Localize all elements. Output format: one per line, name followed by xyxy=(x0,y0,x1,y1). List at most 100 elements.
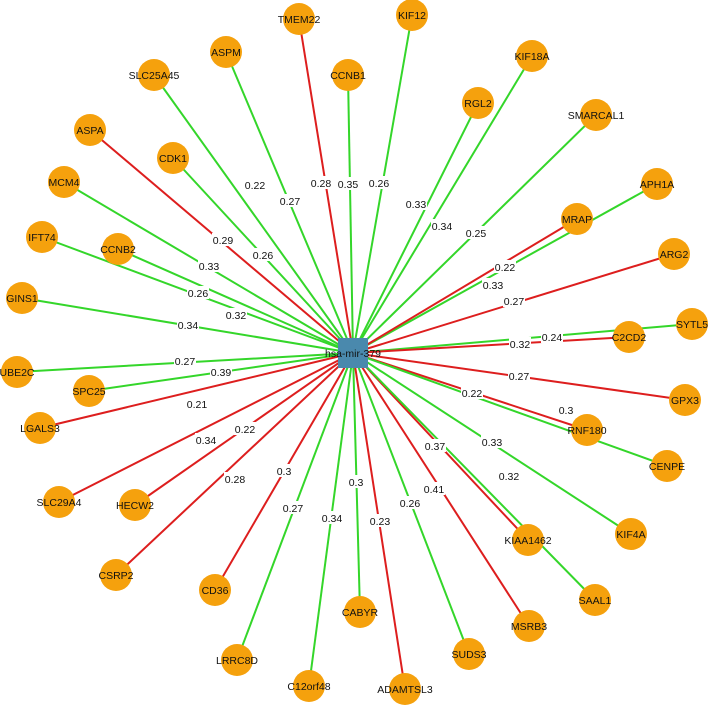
gene-node-ccnb2[interactable]: CCNB2 xyxy=(100,233,136,265)
gene-node-circle[interactable] xyxy=(283,3,315,35)
edge-slc25a45 xyxy=(153,74,354,354)
gene-node-circle[interactable] xyxy=(293,670,325,702)
gene-node-circle[interactable] xyxy=(580,99,612,131)
gene-node-kif12[interactable]: KIF12 xyxy=(396,0,428,31)
gene-node-label: UBE2C xyxy=(0,367,35,379)
edge-weight-bg-c12orf48 xyxy=(321,511,343,524)
gene-node-circle[interactable] xyxy=(26,221,58,253)
gene-node-circle[interactable] xyxy=(641,168,673,200)
gene-node-circle[interactable] xyxy=(344,596,376,628)
gene-node-label: ASPA xyxy=(76,125,103,137)
edge-weight-bg-smarcal1 xyxy=(465,226,487,239)
gene-node-circle[interactable] xyxy=(102,233,134,265)
gene-node-slc25a45[interactable]: SLC25A45 xyxy=(129,59,180,91)
gene-node-label: SLC29A4 xyxy=(37,497,82,509)
gene-node-saal1[interactable]: SAAL1 xyxy=(579,584,612,616)
gene-node-aph1a[interactable]: APH1A xyxy=(640,168,674,200)
gene-node-ift74[interactable]: IFT74 xyxy=(26,221,58,253)
gene-node-msrb3[interactable]: MSRB3 xyxy=(511,610,547,642)
gene-node-smarcal1[interactable]: SMARCAL1 xyxy=(568,99,625,131)
gene-node-circle[interactable] xyxy=(571,414,603,446)
gene-node-circle[interactable] xyxy=(396,0,428,31)
gene-node-spc25[interactable]: SPC25 xyxy=(72,375,106,407)
gene-node-suds3[interactable]: SUDS3 xyxy=(451,638,487,670)
gene-node-cdk1[interactable]: CDK1 xyxy=(157,142,189,174)
gene-node-csrp2[interactable]: CSRP2 xyxy=(98,559,134,591)
gene-node-circle[interactable] xyxy=(613,321,645,353)
edge-weight-aspa: 0.29 xyxy=(213,235,234,247)
gene-node-kif18a[interactable]: KIF18A xyxy=(514,40,550,72)
edge-weight-bg-ube2c xyxy=(174,354,196,367)
gene-node-circle[interactable] xyxy=(73,375,105,407)
gene-node-circle[interactable] xyxy=(453,638,485,670)
gene-node-circle[interactable] xyxy=(651,450,683,482)
gene-node-circle[interactable] xyxy=(119,489,151,521)
gene-node-lgals3[interactable]: LGALS3 xyxy=(20,412,60,444)
gene-node-circle[interactable] xyxy=(332,59,364,91)
gene-node-circle[interactable] xyxy=(512,524,544,556)
gene-node-cabyr[interactable]: CABYR xyxy=(342,596,379,628)
edge-weight-cd36: 0.3 xyxy=(277,466,292,478)
gene-node-circle[interactable] xyxy=(74,114,106,146)
gene-node-tmem22[interactable]: TMEM22 xyxy=(278,3,321,35)
edge-weight-bg-mrap xyxy=(482,278,504,291)
gene-node-circle[interactable] xyxy=(561,203,593,235)
gene-node-mrap[interactable]: MRAP xyxy=(561,203,593,235)
gene-node-lrrc8d[interactable]: LRRC8D xyxy=(216,644,258,676)
gene-node-mcm4[interactable]: MCM4 xyxy=(48,166,80,198)
gene-node-circle[interactable] xyxy=(210,36,242,68)
gene-node-kif4a[interactable]: KIF4A xyxy=(615,518,647,550)
edge-weight-suds3: 0.26 xyxy=(400,498,421,510)
gene-node-c2cd2[interactable]: C2CD2 xyxy=(612,321,647,353)
gene-node-rnf180[interactable]: RNF180 xyxy=(567,414,607,446)
edge-weight-kif12: 0.26 xyxy=(369,178,390,190)
gene-node-kiaa1462[interactable]: KIAA1462 xyxy=(504,524,552,556)
gene-node-label: SLC25A45 xyxy=(129,70,180,82)
hub-group[interactable]: hsa-mir-379 xyxy=(325,338,381,368)
edge-weight-bg-slc25a45 xyxy=(244,178,266,191)
gene-node-circle[interactable] xyxy=(513,610,545,642)
gene-node-rgl2[interactable]: RGL2 xyxy=(462,87,494,119)
gene-node-circle[interactable] xyxy=(43,486,75,518)
gene-node-circle[interactable] xyxy=(48,166,80,198)
gene-node-circle[interactable] xyxy=(6,282,38,314)
gene-node-gins1[interactable]: GINS1 xyxy=(6,282,38,314)
edge-weight-bg-cabyr xyxy=(345,475,367,488)
gene-node-ube2c[interactable]: UBE2C xyxy=(0,356,35,388)
gene-node-circle[interactable] xyxy=(24,412,56,444)
gene-node-slc29a4[interactable]: SLC29A4 xyxy=(37,486,82,518)
edge-weight-rnf180: 0.22 xyxy=(462,388,483,400)
gene-node-circle[interactable] xyxy=(462,87,494,119)
gene-node-cenpe[interactable]: CENPE xyxy=(649,450,685,482)
gene-node-circle[interactable] xyxy=(516,40,548,72)
edge-weight-bg-tmem22 xyxy=(310,176,332,189)
gene-node-circle[interactable] xyxy=(658,238,690,270)
gene-node-circle[interactable] xyxy=(157,142,189,174)
gene-node-label: IFT74 xyxy=(28,232,56,244)
edge-weight-bg-suds3 xyxy=(399,496,421,509)
gene-node-circle[interactable] xyxy=(676,308,708,340)
gene-node-circle[interactable] xyxy=(221,644,253,676)
gene-node-circle[interactable] xyxy=(138,59,170,91)
gene-node-hecw2[interactable]: HECW2 xyxy=(116,489,154,521)
gene-node-circle[interactable] xyxy=(199,574,231,606)
gene-node-circle[interactable] xyxy=(669,384,701,416)
gene-node-circle[interactable] xyxy=(100,559,132,591)
gene-node-gpx3[interactable]: GPX3 xyxy=(669,384,701,416)
gene-node-circle[interactable] xyxy=(1,356,33,388)
gene-node-adamtsl3[interactable]: ADAMTSL3 xyxy=(377,673,433,705)
gene-node-cd36[interactable]: CD36 xyxy=(199,574,231,606)
edge-weight-bg-lrrc8d xyxy=(282,501,304,514)
gene-node-circle[interactable] xyxy=(579,584,611,616)
gene-node-circle[interactable] xyxy=(615,518,647,550)
gene-node-aspa[interactable]: ASPA xyxy=(74,114,106,146)
gene-node-sytl5[interactable]: SYTL5 xyxy=(676,308,708,340)
edge-weight-bg-mcm4 xyxy=(198,259,220,272)
gene-node-arg2[interactable]: ARG2 xyxy=(658,238,690,270)
gene-node-aspm[interactable]: ASPM xyxy=(210,36,242,68)
edge-weight-aspm: 0.27 xyxy=(280,196,301,208)
gene-node-circle[interactable] xyxy=(389,673,421,705)
hub-node-square[interactable] xyxy=(338,338,368,368)
gene-node-ccnb1[interactable]: CCNB1 xyxy=(330,59,366,91)
gene-node-c12orf48[interactable]: C12orf48 xyxy=(287,670,331,702)
